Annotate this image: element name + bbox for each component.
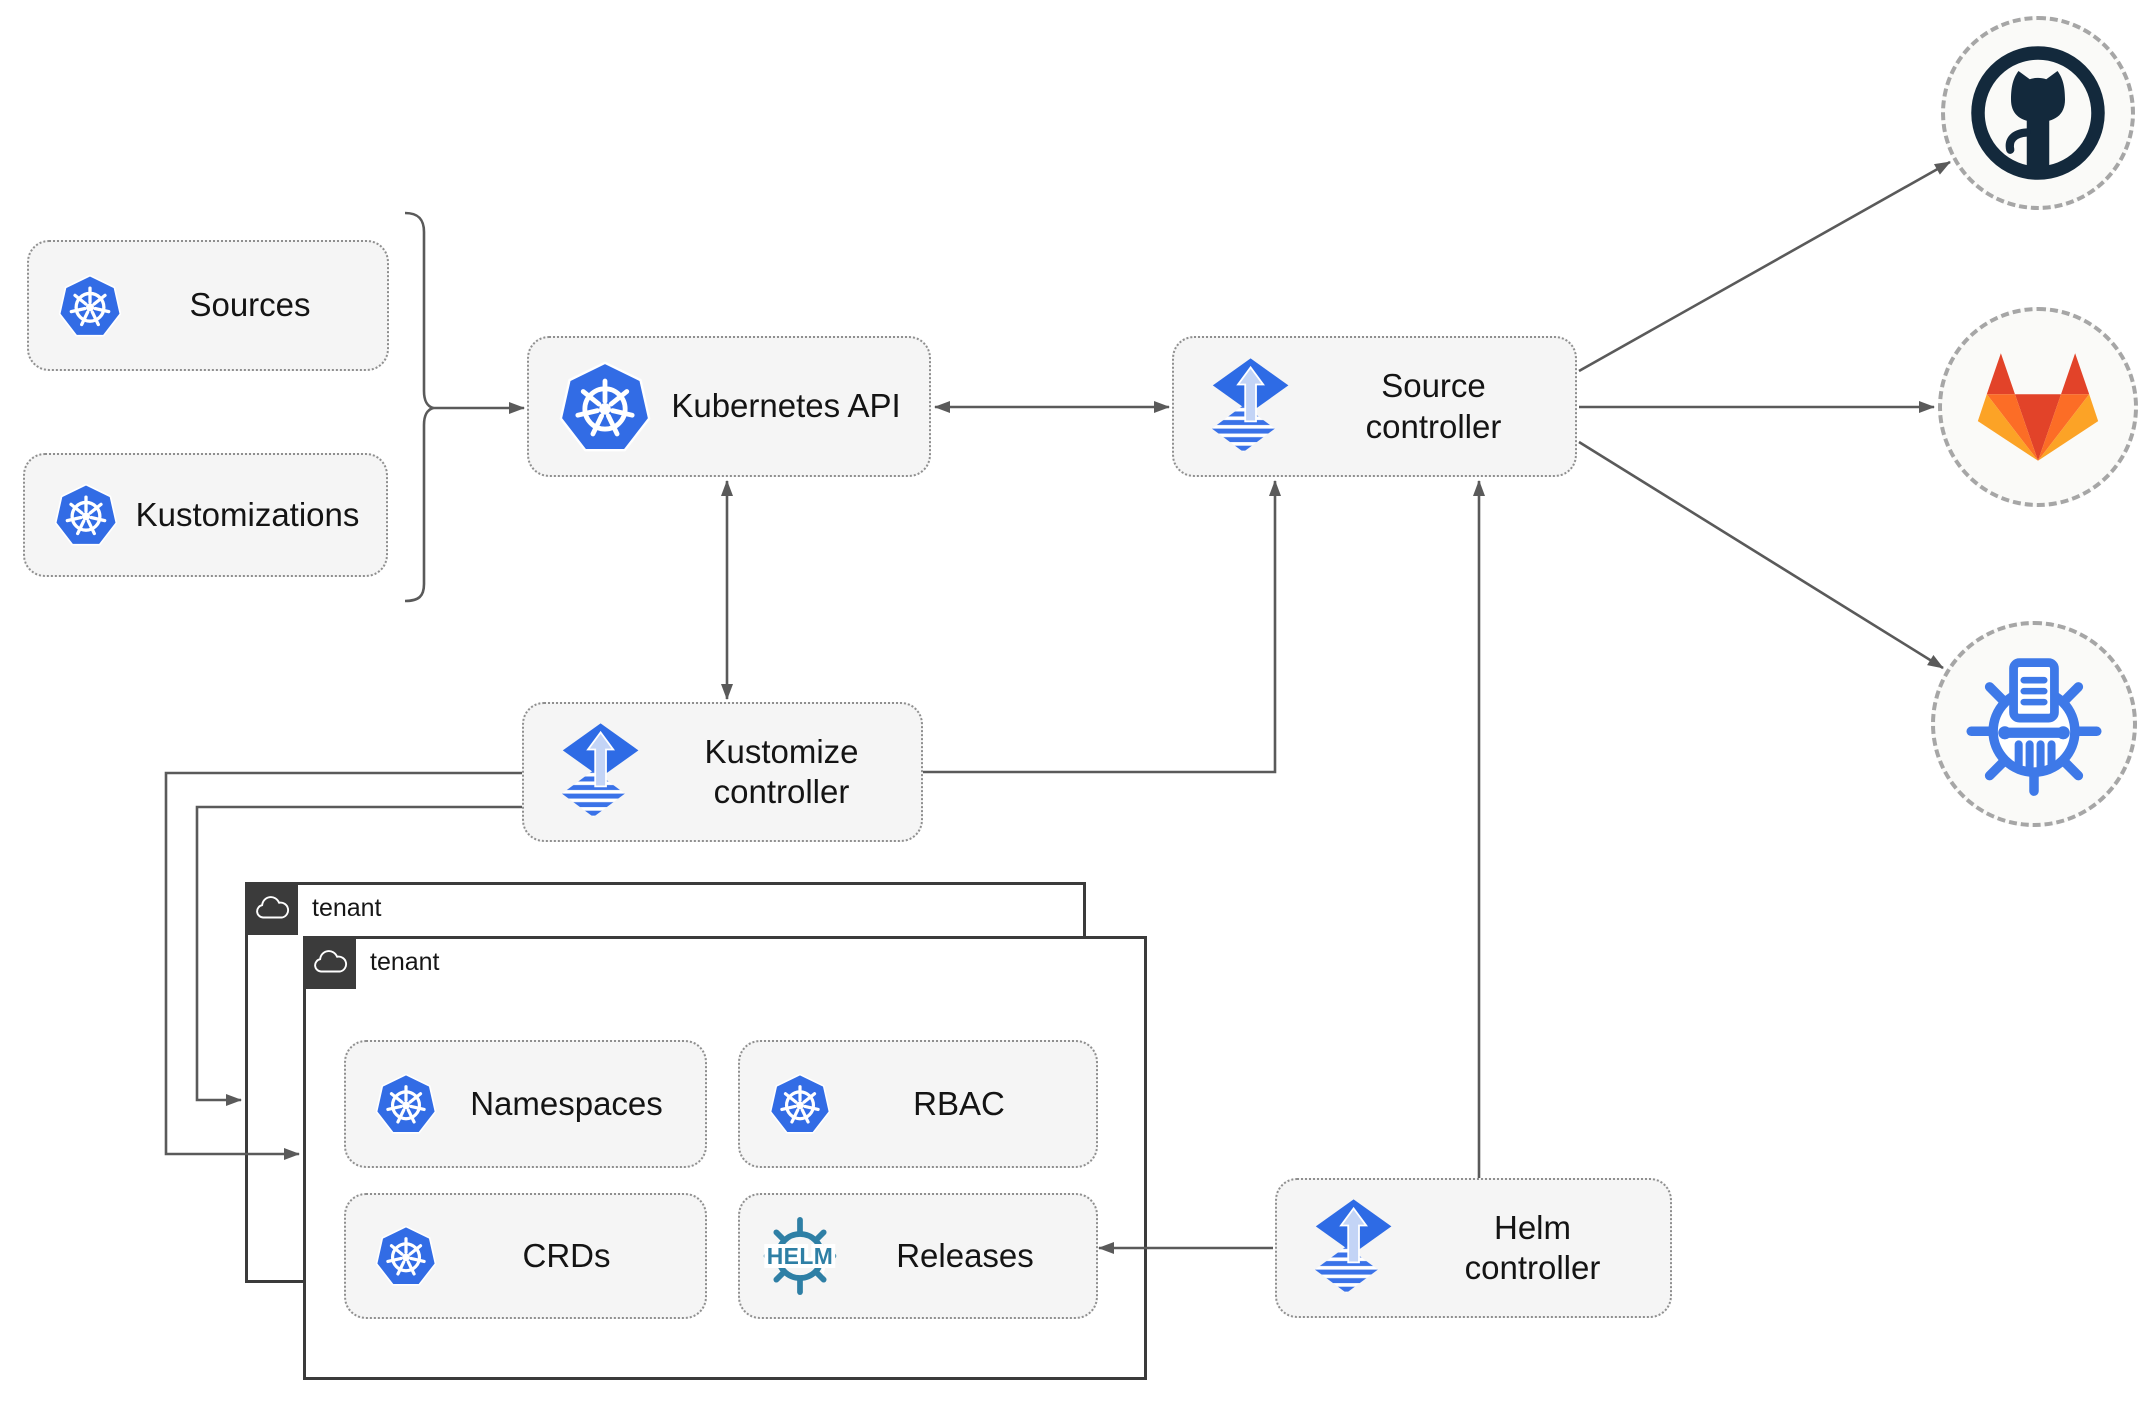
tenant-label: tenant	[370, 948, 440, 976]
node-helm-controller-label: Helm controller	[1464, 1208, 1601, 1286]
flux-icon	[552, 722, 642, 822]
connector-source-to-github	[1578, 160, 1951, 373]
node-kustomizations: Kustomizations	[23, 453, 388, 577]
node-crds: CRDs	[344, 1193, 707, 1319]
node-kubernetes-api: Kubernetes API	[527, 336, 931, 477]
node-releases: Releases	[738, 1193, 1098, 1319]
node-kubernetes-api-label: Kubernetes API	[671, 387, 901, 425]
kubernetes-icon	[374, 1224, 438, 1288]
connector-source-to-helm-repository	[1578, 440, 1944, 670]
kubernetes-icon	[374, 1072, 438, 1136]
node-kustomize-controller-label: Kustomize controller	[704, 732, 859, 810]
external-helm-repository	[1931, 621, 2137, 827]
tenant-box-front: tenant Namespaces RBAC CRDs Releases	[303, 936, 1147, 1380]
kubernetes-icon	[57, 273, 123, 339]
node-sources-label: Sources	[189, 286, 311, 324]
external-gitlab	[1938, 307, 2138, 507]
github-icon	[1963, 38, 2113, 188]
node-helm-controller: Helm controller	[1275, 1178, 1672, 1318]
node-namespaces: Namespaces	[344, 1040, 707, 1168]
flux-icon	[1202, 357, 1292, 457]
node-source-controller-label: Source controller	[1365, 367, 1502, 445]
helm-repository-icon	[1961, 651, 2107, 797]
connector-kustomize-to-source-controller	[923, 480, 1281, 774]
gitlab-icon	[1974, 348, 2102, 466]
brace-sources-kustomizations	[404, 211, 438, 603]
tenant-chip	[245, 882, 298, 935]
tenant-label: tenant	[312, 894, 382, 922]
node-releases-label: Releases	[896, 1236, 1034, 1274]
node-rbac: RBAC	[738, 1040, 1098, 1168]
node-namespaces-label: Namespaces	[470, 1084, 663, 1122]
node-source-controller: Source controller	[1172, 336, 1577, 477]
kubernetes-icon	[768, 1072, 832, 1136]
cloud-icon	[254, 896, 290, 921]
tenant-chip	[303, 936, 356, 989]
node-kustomize-controller: Kustomize controller	[522, 702, 923, 842]
kubernetes-icon	[557, 359, 653, 455]
node-sources: Sources	[27, 240, 389, 371]
kubernetes-icon	[53, 482, 119, 548]
cloud-icon	[312, 950, 348, 975]
node-rbac-label: RBAC	[913, 1084, 1005, 1122]
helm-icon	[756, 1212, 844, 1300]
node-kustomizations-label: Kustomizations	[135, 495, 360, 533]
flux-icon	[1305, 1198, 1395, 1298]
node-crds-label: CRDs	[522, 1236, 611, 1274]
external-github	[1941, 16, 2135, 210]
